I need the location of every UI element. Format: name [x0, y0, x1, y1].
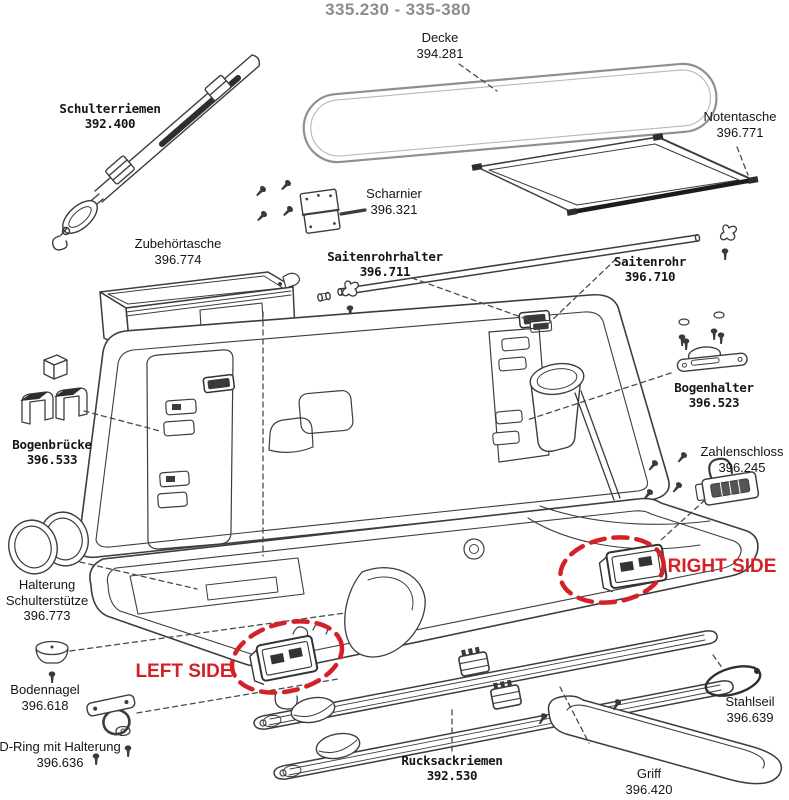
stahlseil-drawing [704, 665, 762, 697]
part-number: 396.773 [23, 608, 71, 624]
part-name: Bodennagel [10, 682, 80, 697]
part-number: 394.281 [416, 45, 464, 61]
part-number: 396.420 [625, 781, 673, 797]
rucksackriemen-drawing [253, 630, 734, 780]
red-highlight-ellipses [229, 535, 666, 695]
part-name: Schulterriemen [59, 101, 161, 116]
griff-drawing [535, 695, 783, 785]
label-bodennagel: Bodennagel 396.618 [10, 682, 79, 713]
part-name: Decke [421, 30, 459, 45]
label-griff: Griff 396.420 [626, 766, 673, 797]
label-bogenhalter: Bogenhalter 396.523 [674, 380, 754, 410]
label-decke: Decke 394.281 [417, 30, 464, 61]
part-number: 392.530 [426, 768, 478, 783]
dring-drawing [86, 694, 136, 766]
part-name: Bogenbrücke [12, 437, 92, 452]
label-bogenbruecke: Bogenbrücke 396.533 [12, 437, 92, 467]
label-schulterriemen: Schulterriemen 392.400 [59, 101, 160, 131]
bogenhalter-drawing [676, 327, 748, 372]
notentasche-drawing [471, 133, 759, 216]
part-number: 396.711 [359, 264, 411, 279]
label-saitenrohrhalter: Saitenrohrhalter 396.711 [327, 249, 443, 279]
label-rucksackriemen: Rucksackriemen 392.530 [401, 753, 502, 783]
leader-lines [69, 63, 749, 753]
page-title: 335.230 - 335-380 [325, 0, 471, 19]
label-right-side: RIGHT SIDE [667, 556, 777, 577]
label-notentasche: Notentasche 396.771 [704, 109, 777, 140]
label-left-side: LEFT SIDE [135, 661, 233, 682]
decke-drawing [302, 62, 718, 164]
label-halterung-schulterstuetze: Halterung Schulterstütze 396.773 [6, 577, 88, 624]
part-number: 396.636 [36, 754, 84, 770]
part-number: 396.639 [726, 709, 774, 725]
part-name: Bogenhalter [674, 380, 754, 395]
part-name: Saitenrohrhalter [327, 249, 443, 264]
halterung-schulterstuetze-drawing [8, 511, 89, 575]
zahlenschloss-drawing [640, 450, 760, 506]
part-name: Zahlenschloss [700, 444, 784, 459]
part-name: D-Ring mit Halterung [0, 739, 121, 754]
part-number: 396.245 [718, 459, 766, 475]
part-number: 396.618 [21, 697, 69, 713]
label-stahlseil: Stahlseil 396.639 [725, 694, 774, 725]
label-saitenrohr: Saitenrohr 396.710 [613, 254, 687, 284]
part-number: 396.533 [26, 452, 78, 467]
part-name: Griff [636, 766, 662, 781]
case-lid-drawing [77, 293, 670, 559]
scharnier-drawing [253, 178, 367, 234]
label-zahlenschloss: Zahlenschloss 396.245 [700, 444, 783, 475]
saitenrohr-drawing [317, 224, 738, 351]
label-scharnier: Scharnier 396.321 [366, 186, 422, 217]
part-number: 396.523 [688, 395, 740, 410]
part-name: Schulterstütze [5, 592, 89, 608]
bogenbruecke-drawing [20, 354, 88, 425]
part-name: Stahlseil [725, 694, 775, 709]
part-number: 392.400 [84, 116, 136, 131]
schulterriemen-drawing [51, 54, 261, 251]
part-name: Rucksackriemen [401, 753, 503, 768]
part-name: Zubehörtasche [134, 236, 222, 251]
part-number: 396.771 [716, 124, 764, 140]
part-number: 396.774 [154, 251, 202, 267]
part-name: Saitenrohr [613, 254, 687, 269]
part-name: Notentasche [703, 109, 777, 124]
part-name: Scharnier [366, 186, 422, 201]
part-number: 396.321 [370, 201, 418, 217]
label-zubehoertasche: Zubehörtasche 396.774 [135, 236, 222, 267]
bodennagel-drawing [35, 640, 69, 684]
label-dring: D-Ring mit Halterung 396.636 [0, 739, 121, 770]
part-name: Halterung [18, 577, 76, 592]
part-number: 396.710 [624, 269, 676, 284]
